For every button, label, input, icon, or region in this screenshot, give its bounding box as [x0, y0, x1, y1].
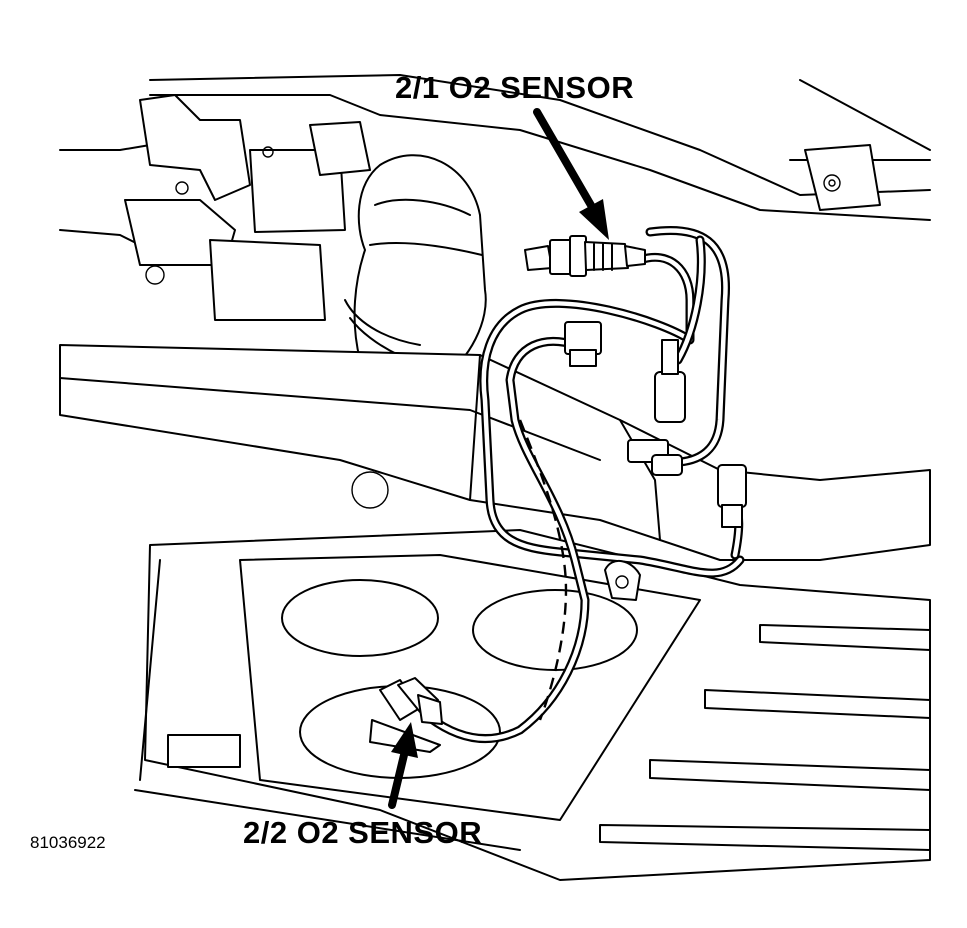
harness-connectors [564, 321, 747, 601]
exhaust-pipe [344, 154, 487, 381]
upper-sensor-callout: 2/1 O2 SENSOR [395, 70, 635, 105]
callout-arrows [388, 108, 609, 809]
wiring-harness [425, 225, 745, 744]
cross-member [59, 344, 931, 561]
upstream-o2-sensor [524, 235, 646, 277]
floor-pan [134, 471, 931, 881]
vehicle-underbody [59, 74, 931, 321]
lower-sensor-callout: 2/2 O2 SENSOR [243, 815, 483, 850]
downstream-o2-sensor [369, 677, 443, 753]
figure-number: 81036922 [30, 833, 106, 852]
